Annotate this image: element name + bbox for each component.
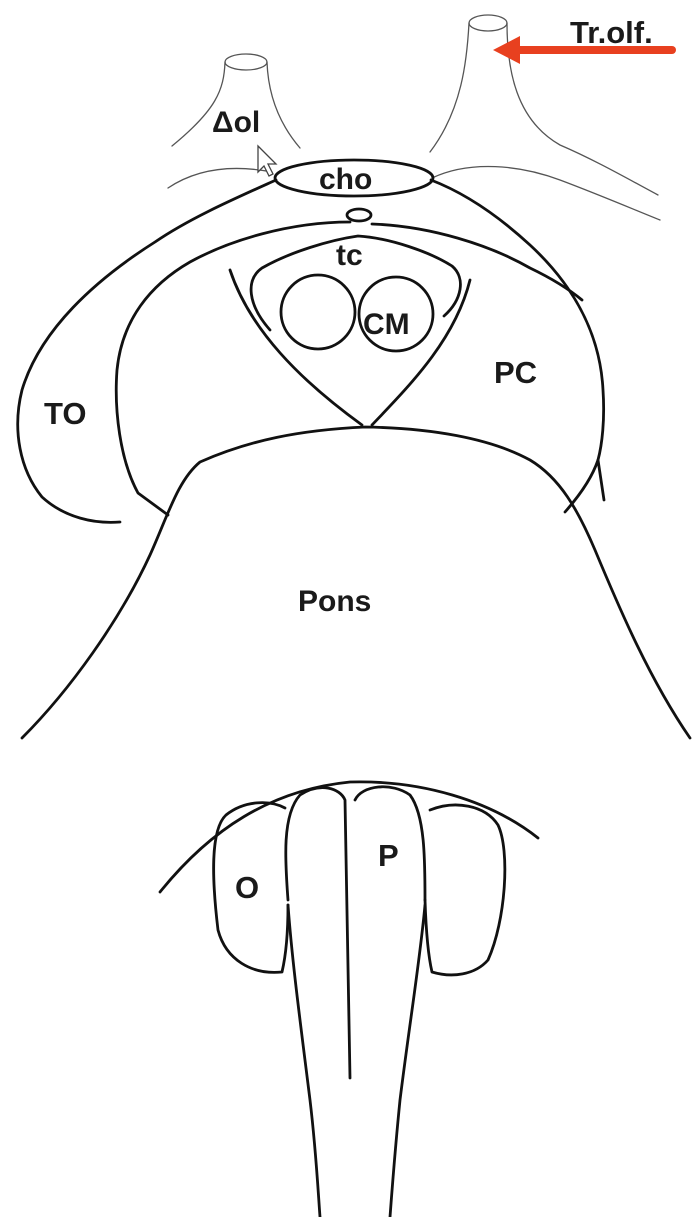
pyramid-label: P (378, 838, 399, 873)
optic-tract-label: TO (44, 396, 87, 431)
tuber-cinereum-outline (347, 209, 371, 221)
mammillary-body-label: CM (363, 308, 410, 341)
cerebral-peduncle-label: PC (494, 355, 537, 390)
pons-label: Pons (298, 585, 371, 618)
chiasm-label: cho (319, 163, 372, 196)
optic-tracts-outline (18, 180, 604, 522)
olfactory-tract-label: Tr.olf. (570, 15, 653, 50)
pons-outline (22, 427, 690, 738)
tuber-cinereum-label: tc (336, 239, 363, 272)
olive-label: O (235, 870, 259, 905)
medulla-outline (160, 782, 538, 1217)
mammillary-bodies (281, 275, 433, 351)
mouse-pointer-icon (258, 146, 276, 176)
olfactory-bulb-label: Δol (212, 106, 260, 139)
